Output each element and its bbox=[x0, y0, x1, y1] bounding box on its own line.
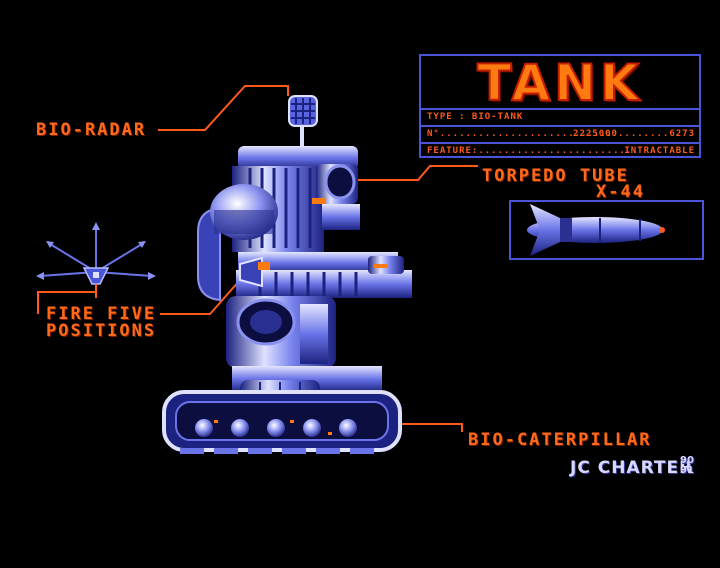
bio-radar-label: BIO-RADAR bbox=[36, 120, 147, 140]
torpedo-model-label: X-44 bbox=[596, 182, 645, 202]
year-bottom: 91 bbox=[680, 465, 694, 476]
feature-label: FEATURE:......................... bbox=[427, 146, 639, 156]
number-value: 2225000........6273 bbox=[573, 129, 695, 139]
panel-title: TANK bbox=[476, 54, 643, 112]
fire-five-label: FIRE FIVE bbox=[46, 304, 157, 324]
credit-years: 90 91 bbox=[680, 456, 694, 476]
number-row: N°........................... 2225000...… bbox=[421, 125, 699, 142]
leader-lines bbox=[37, 85, 478, 432]
torpedo-tube-label: TORPEDO TUBE bbox=[482, 166, 629, 186]
type-text: TYPE : BIO-TANK bbox=[427, 112, 524, 122]
torpedo-diagram bbox=[509, 200, 704, 260]
bio-tank-sprite bbox=[162, 95, 412, 454]
year-top: 90 bbox=[680, 455, 694, 466]
number-label: N°........................... bbox=[427, 129, 614, 139]
info-panel: TANK TYPE : BIO-TANK N°.................… bbox=[419, 54, 701, 158]
feature-value: INTRACTABLE bbox=[624, 146, 695, 156]
type-row: TYPE : BIO-TANK bbox=[421, 108, 699, 125]
positions-label: POSITIONS bbox=[46, 321, 157, 341]
bio-caterpillar-label: BIO-CATERPILLAR bbox=[468, 430, 652, 450]
author-credit: JC CHARTER bbox=[570, 458, 694, 478]
feature-row: FEATURE:......................... INTRAC… bbox=[421, 142, 699, 159]
fire-positions-diagram bbox=[36, 222, 156, 292]
